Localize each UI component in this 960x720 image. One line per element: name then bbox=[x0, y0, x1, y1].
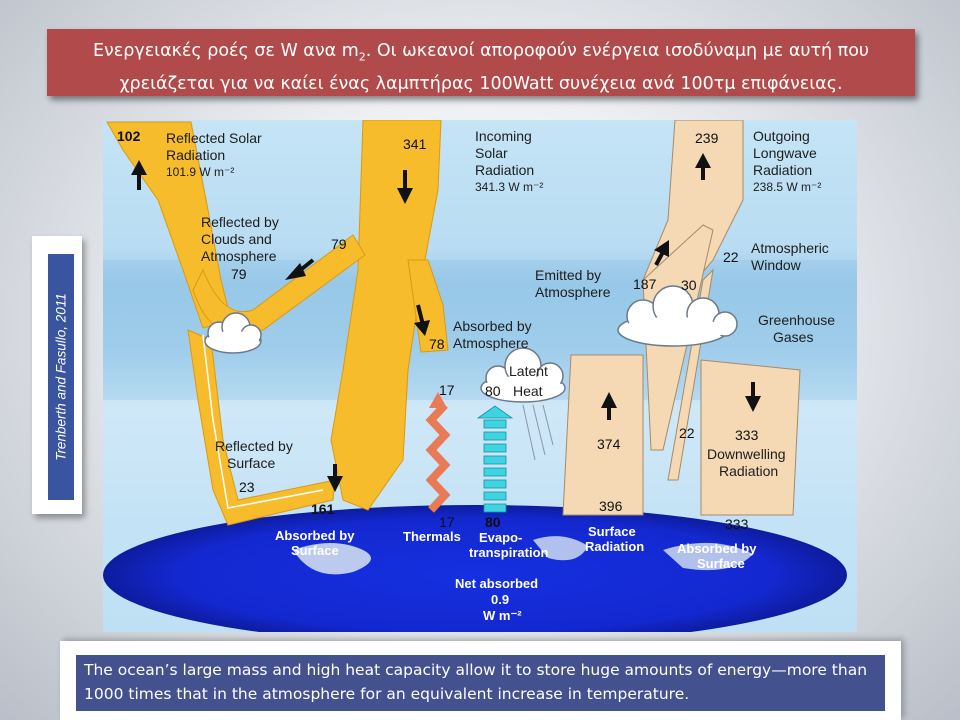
absorbed-atm-label-2: Atmosphere bbox=[453, 335, 529, 351]
absorbed-surface-r-label-1: Absorbed by bbox=[677, 541, 757, 556]
window-label-1: Atmospheric bbox=[751, 240, 829, 256]
absorbed-surface-value: 161 bbox=[311, 501, 335, 517]
window-value: 22 bbox=[723, 249, 739, 265]
title-text: Ενεργειακές ροές σε W ανα m bbox=[92, 41, 359, 61]
absorbed-atm-value: 78 bbox=[429, 336, 445, 352]
window-low-value: 22 bbox=[679, 425, 695, 441]
reflected-clouds-label-2: Clouds and bbox=[201, 231, 272, 247]
direction-arrows bbox=[131, 153, 761, 492]
outgoing-label-3: Radiation bbox=[753, 162, 813, 178]
net-absorbed-unit: W m⁻² bbox=[483, 608, 522, 623]
emitted-value: 187 bbox=[633, 276, 657, 292]
reflected-solar-label-3: 101.9 W m⁻² bbox=[166, 165, 235, 179]
incoming-label-1: Incoming bbox=[475, 128, 532, 144]
absorbed-surface-label-1: Absorbed by bbox=[275, 528, 355, 543]
surface-rad-value: 374 bbox=[597, 436, 621, 452]
downwelling-label-2: Radiation bbox=[719, 463, 779, 479]
thermals-bottom-value: 17 bbox=[439, 514, 455, 530]
reflected-solar-label-1: Reflected Solar bbox=[166, 130, 262, 146]
reflected-clouds-label-1: Reflected by bbox=[201, 214, 279, 230]
credit-band: Trenberth and Fasullo, 2011 bbox=[48, 254, 74, 500]
outgoing-value: 239 bbox=[695, 130, 719, 146]
net-absorbed-label: Net absorbed bbox=[455, 576, 539, 591]
greenhouse-label-2: Gases bbox=[773, 329, 814, 345]
slide-title: Ενεργειακές ροές σε W ανα m2. Οι ωκεανοί… bbox=[47, 29, 915, 96]
downwelling-value: 333 bbox=[735, 427, 759, 443]
reflected-surface-label-1: Reflected by bbox=[215, 438, 293, 454]
surface-rad-bottom: 396 bbox=[599, 498, 623, 514]
reflected-clouds-value-2: 79 bbox=[331, 236, 347, 252]
solar-flows bbox=[106, 120, 449, 526]
thermals-top-value: 17 bbox=[439, 382, 455, 398]
absorbed-atm-label-1: Absorbed by bbox=[453, 318, 532, 334]
reflected-clouds-label-3: Atmosphere bbox=[201, 248, 277, 264]
incoming-value: 341 bbox=[403, 136, 427, 152]
outgoing-label-1: Outgoing bbox=[753, 128, 810, 144]
reflected-clouds-value: 79 bbox=[231, 266, 247, 282]
title-text-cont: . Οι ωκεανοί απορoφούν ενέργεια ισοδύναμ… bbox=[119, 41, 870, 94]
thermals-arrow-head bbox=[429, 392, 447, 408]
credit-text: Trenberth and Fasullo, 2011 bbox=[53, 293, 69, 461]
latent-heat-arrow bbox=[476, 405, 514, 513]
emitted-value-2: 30 bbox=[681, 277, 697, 293]
caption-text: The ocean’s large mass and high heat cap… bbox=[76, 655, 885, 711]
diagram-graphic bbox=[103, 120, 857, 632]
reflected-surface-label-2: Surface bbox=[227, 455, 276, 471]
absorbed-surface-label-2: Surface bbox=[291, 543, 339, 558]
cloud-right bbox=[617, 285, 738, 347]
incoming-label-4: 341.3 W m⁻² bbox=[475, 180, 544, 194]
evap-label-2: transpiration bbox=[469, 545, 549, 560]
latent-label-1: Latent bbox=[509, 363, 548, 379]
latent-label-2: Heat bbox=[513, 383, 543, 399]
thermals-label: Thermals bbox=[403, 529, 461, 544]
surface-rad-label-2: Radiation bbox=[585, 539, 645, 554]
reflected-solar-label-2: Radiation bbox=[166, 147, 226, 163]
greenhouse-label-1: Greenhouse bbox=[758, 312, 836, 328]
absorbed-surface-r-label-2: Surface bbox=[697, 556, 745, 571]
emitted-label-1: Emitted by bbox=[535, 267, 602, 283]
latent-bottom-value: 80 bbox=[485, 514, 501, 530]
outgoing-label-4: 238.5 W m⁻² bbox=[753, 180, 822, 194]
latent-value: 80 bbox=[485, 383, 501, 399]
downwelling-bottom: 333 bbox=[725, 516, 749, 532]
title-subscript: 2 bbox=[358, 50, 366, 64]
window-label-2: Window bbox=[751, 257, 801, 273]
credit-panel: Trenberth and Fasullo, 2011 bbox=[32, 236, 82, 514]
reflected-surface-value: 23 bbox=[239, 479, 255, 495]
incoming-label-2: Solar bbox=[475, 145, 508, 161]
net-absorbed-value: 0.9 bbox=[491, 592, 510, 607]
incoming-label-3: Radiation bbox=[475, 162, 535, 178]
caption-panel: The ocean’s large mass and high heat cap… bbox=[60, 641, 901, 720]
energy-budget-diagram: 102 Reflected Solar Radiation 101.9 W m⁻… bbox=[103, 120, 857, 632]
reflected-solar-value: 102 bbox=[117, 128, 141, 144]
earth-disk bbox=[103, 505, 847, 632]
thermals-zigzag bbox=[425, 402, 451, 513]
evap-label-1: Evapo- bbox=[479, 530, 523, 545]
emitted-label-2: Atmosphere bbox=[535, 284, 611, 300]
surface-rad-label-1: Surface bbox=[588, 524, 636, 539]
downwelling-label-1: Downwelling bbox=[707, 446, 786, 462]
outgoing-label-2: Longwave bbox=[753, 145, 817, 161]
cloud-latent bbox=[480, 347, 566, 461]
